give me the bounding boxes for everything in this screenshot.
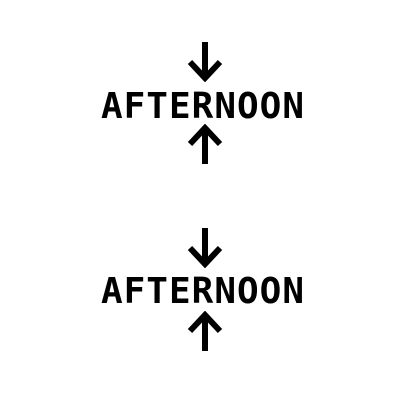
arrow-up-icon bbox=[187, 311, 223, 351]
arrow-up-icon bbox=[187, 124, 223, 164]
arrow-down-icon bbox=[187, 42, 223, 82]
word-afternoon: AFTERNOON bbox=[100, 271, 306, 312]
word-afternoon: AFTERNOON bbox=[100, 86, 306, 127]
arrow-down-icon bbox=[187, 228, 223, 268]
